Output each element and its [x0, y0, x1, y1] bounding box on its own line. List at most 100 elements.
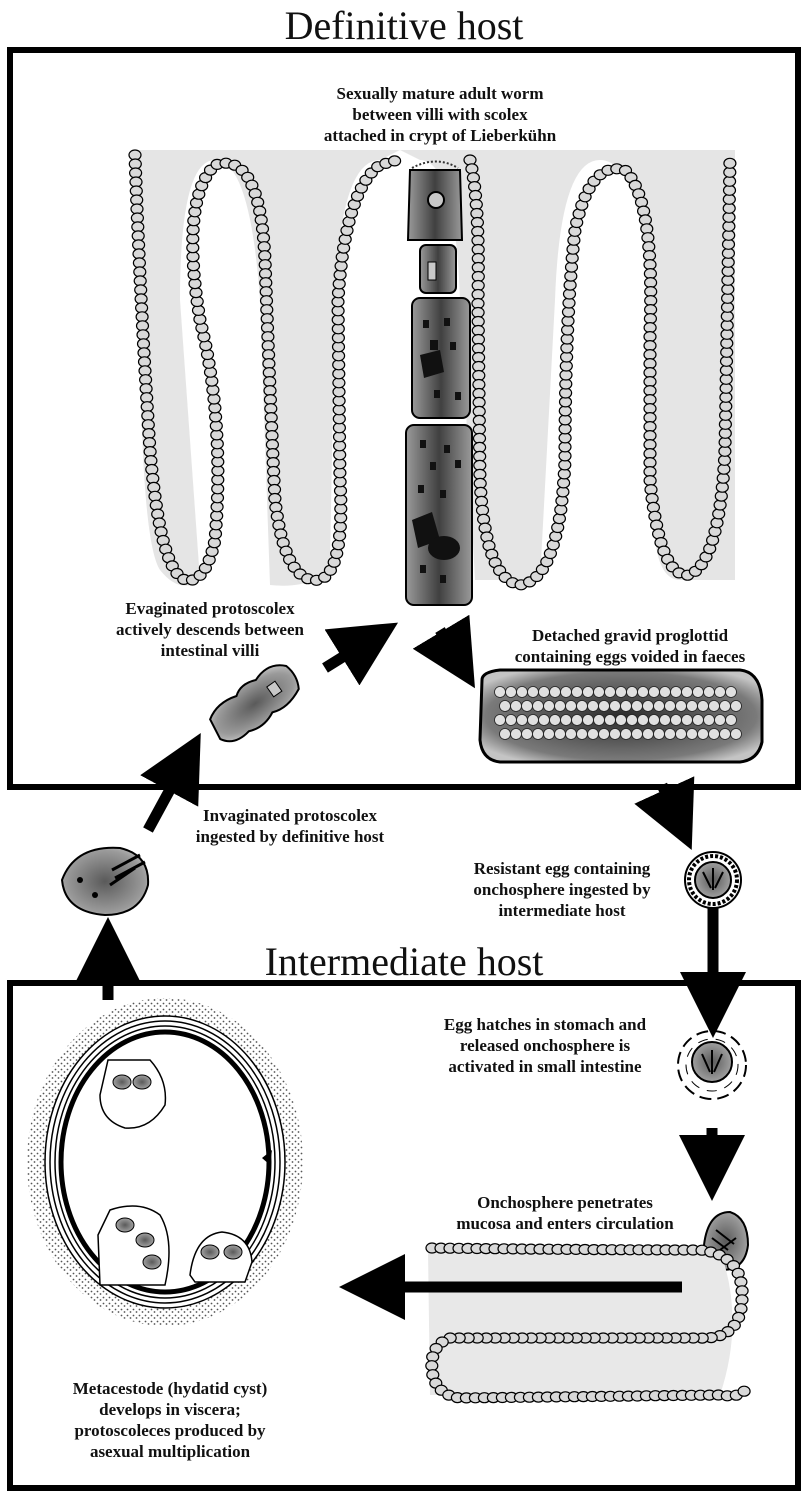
egg — [693, 687, 704, 698]
egg — [621, 729, 632, 740]
adult-worm-label-line-1: Sexually mature adult worm — [300, 83, 580, 104]
egg — [588, 729, 599, 740]
egg — [550, 715, 561, 726]
resistant-egg — [685, 852, 741, 908]
egg — [500, 701, 511, 712]
adult-worm-label: Sexually mature adult worm between villi… — [300, 83, 580, 146]
egg — [550, 687, 561, 698]
evaginated-label-line-2: actively descends between — [60, 619, 360, 640]
egg — [693, 715, 704, 726]
egg — [599, 701, 610, 712]
egg — [577, 701, 588, 712]
egg — [709, 701, 720, 712]
bead — [738, 1386, 750, 1396]
egg — [528, 687, 539, 698]
egg — [544, 729, 555, 740]
detached-proglottid-label: Detached gravid proglottid containing eg… — [480, 625, 780, 667]
egg — [671, 715, 682, 726]
invaginated-label-line-2: ingested by definitive host — [160, 826, 420, 847]
metacestode-label-line-4: asexual multiplication — [30, 1441, 310, 1462]
egg-label-line-3: intermediate host — [442, 900, 682, 921]
egg — [506, 687, 517, 698]
egg — [720, 729, 731, 740]
egg — [726, 715, 737, 726]
egg — [566, 729, 577, 740]
egg — [610, 701, 621, 712]
egg — [649, 687, 660, 698]
egg — [599, 729, 610, 740]
hatch-label-line-3: activated in small intestine — [395, 1056, 695, 1077]
bead — [389, 156, 401, 166]
egg — [698, 701, 709, 712]
egg — [517, 715, 528, 726]
egg — [676, 701, 687, 712]
egg — [643, 729, 654, 740]
egg-label-line-1: Resistant egg containing — [442, 858, 682, 879]
egg — [577, 729, 588, 740]
egg — [594, 687, 605, 698]
invaginated-label: Invaginated protoscolex ingested by defi… — [160, 805, 420, 847]
egg — [605, 715, 616, 726]
egg — [528, 715, 539, 726]
metacestode-label-line-3: protoscoleces produced by — [30, 1420, 310, 1441]
evaginated-label: Evaginated protoscolex actively descends… — [60, 598, 360, 661]
egg — [539, 687, 550, 698]
egg — [544, 701, 555, 712]
egg — [610, 729, 621, 740]
penetrate-label-line-1: Onchosphere penetrates — [425, 1192, 705, 1213]
evaginated-label-line-1: Evaginated protoscolex — [60, 598, 360, 619]
egg — [654, 701, 665, 712]
egg-label-line-2: onchosphere ingested by — [442, 879, 682, 900]
egg — [627, 687, 638, 698]
egg — [682, 687, 693, 698]
egg — [720, 701, 731, 712]
hatch-label-line-2: released onchosphere is — [395, 1035, 695, 1056]
egg — [731, 729, 742, 740]
egg — [709, 729, 720, 740]
penetrate-label: Onchosphere penetrates mucosa and enters… — [425, 1192, 705, 1234]
egg — [660, 715, 671, 726]
adult-worm-label-line-3: attached in crypt of Lieberkühn — [300, 125, 580, 146]
egg — [676, 729, 687, 740]
egg — [588, 701, 599, 712]
intestine-background — [428, 1250, 733, 1395]
detached-label-line-1: Detached gravid proglottid — [480, 625, 780, 646]
egg — [687, 729, 698, 740]
egg — [704, 687, 715, 698]
invaginated-protoscolex — [62, 848, 148, 915]
egg — [665, 729, 676, 740]
egg — [638, 715, 649, 726]
penetrate-label-line-2: mucosa and enters circulation — [425, 1213, 705, 1234]
egg — [698, 729, 709, 740]
gravid-proglottid — [480, 670, 762, 762]
egg — [665, 701, 676, 712]
egg — [495, 687, 506, 698]
arrow-down-to-proglottid — [440, 630, 458, 660]
egg — [731, 701, 742, 712]
egg — [682, 715, 693, 726]
egg — [522, 701, 533, 712]
egg — [511, 701, 522, 712]
egg — [715, 687, 726, 698]
egg — [616, 687, 627, 698]
egg — [533, 729, 544, 740]
hydatid-cyst — [27, 998, 303, 1326]
metacestode-label-line-1: Metacestode (hydatid cyst) — [30, 1378, 310, 1399]
egg — [561, 687, 572, 698]
egg — [704, 715, 715, 726]
metacestode-label: Metacestode (hydatid cyst) develops in v… — [30, 1378, 310, 1462]
egg — [583, 715, 594, 726]
egg — [643, 701, 654, 712]
bead — [724, 158, 736, 168]
detached-label-line-2: containing eggs voided in faeces — [480, 646, 780, 667]
egg — [726, 687, 737, 698]
egg — [715, 715, 726, 726]
egg — [627, 715, 638, 726]
egg — [605, 687, 616, 698]
egg — [511, 729, 522, 740]
egg — [522, 729, 533, 740]
hatch-label-line-1: Egg hatches in stomach and — [395, 1014, 695, 1035]
egg — [506, 715, 517, 726]
evaginated-protoscolex — [203, 658, 308, 750]
